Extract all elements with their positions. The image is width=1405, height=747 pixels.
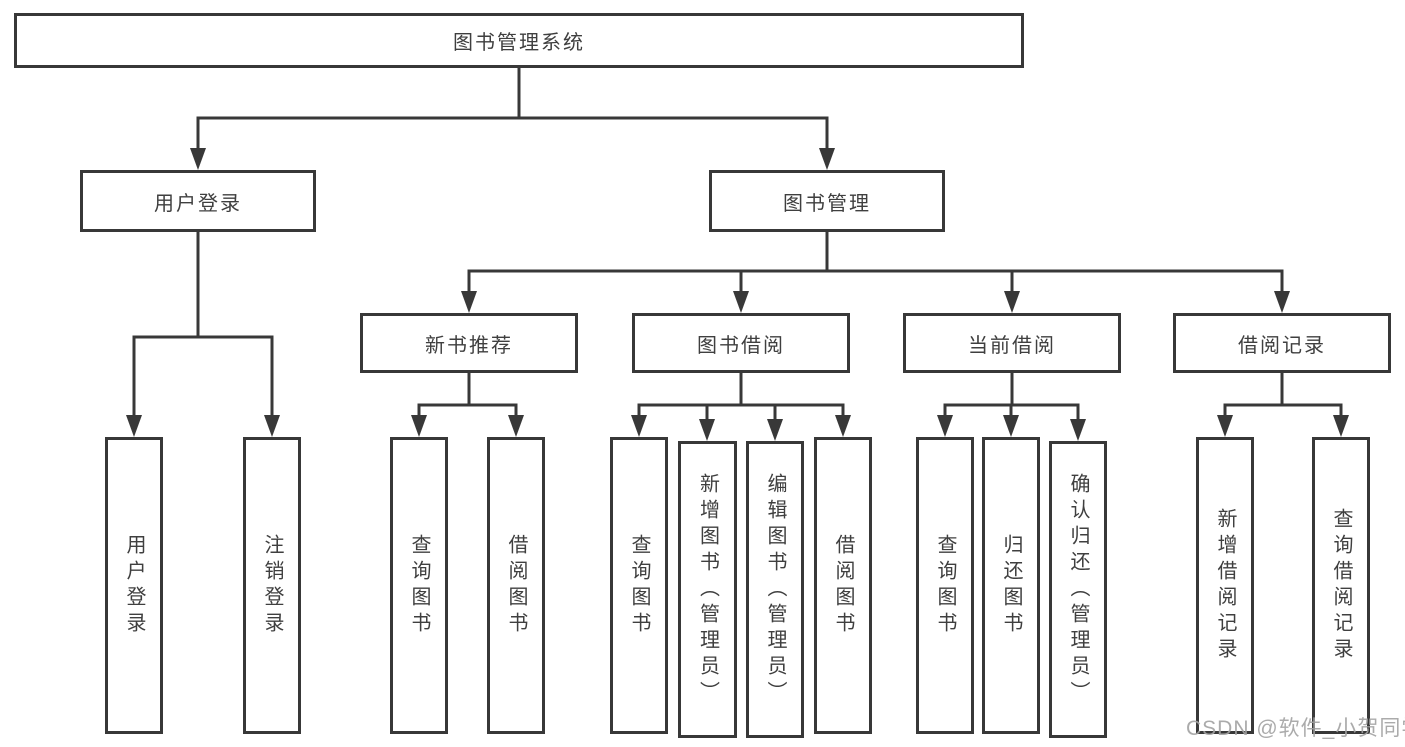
leaf-add-books-admin: 新增图书（管理员）	[678, 441, 737, 738]
leaf-add-borrow-record: 新增借阅记录	[1196, 437, 1254, 734]
leaf-query-books-current: 查询图书	[916, 437, 974, 734]
leaf-return-books: 归还图书	[982, 437, 1040, 734]
leaf-label: 注销登录	[261, 533, 283, 638]
leaf-label: 新增图书（管理员）	[696, 472, 719, 707]
node-borrow-records: 借阅记录	[1173, 313, 1391, 373]
node-user-login: 用户登录	[80, 170, 316, 232]
leaf-query-borrow-record: 查询借阅记录	[1312, 437, 1370, 734]
leaf-borrow-books: 借阅图书	[814, 437, 872, 734]
leaf-logout: 注销登录	[243, 437, 301, 734]
leaf-label: 查询图书	[934, 533, 956, 638]
csdn-watermark: CSDN @软件_小贺同学	[1186, 717, 1405, 740]
leaf-borrow-books-recommend: 借阅图书	[487, 437, 545, 734]
node-root: 图书管理系统	[14, 13, 1024, 68]
connector-paths	[132, 68, 1343, 432]
leaf-label: 借阅图书	[505, 533, 527, 638]
leaf-query-books-borrow: 查询图书	[610, 437, 668, 734]
leaf-label: 编辑图书（管理员）	[764, 472, 786, 707]
leaf-label: 归还图书	[1000, 533, 1022, 638]
leaf-confirm-return-admin: 确认归还（管理员）	[1049, 441, 1107, 738]
node-new-book-recommend: 新书推荐	[360, 313, 578, 373]
leaf-user-login: 用户登录	[105, 437, 163, 734]
leaf-label: 借阅图书	[832, 533, 854, 638]
node-book-borrow: 图书借阅	[632, 313, 850, 373]
leaf-label: 查询图书	[628, 533, 650, 638]
node-current-borrow: 当前借阅	[903, 313, 1121, 373]
node-book-management: 图书管理	[709, 170, 945, 232]
leaf-edit-books-admin: 编辑图书（管理员）	[746, 441, 804, 738]
leaf-query-books-recommend: 查询图书	[390, 437, 448, 734]
leaf-label: 用户登录	[123, 533, 145, 638]
leaf-label: 确认归还（管理员）	[1067, 472, 1089, 707]
leaf-label: 查询借阅记录	[1330, 507, 1352, 664]
leaf-label: 查询图书	[408, 533, 430, 638]
arrowheads	[126, 148, 1349, 441]
leaf-label: 新增借阅记录	[1214, 507, 1236, 664]
